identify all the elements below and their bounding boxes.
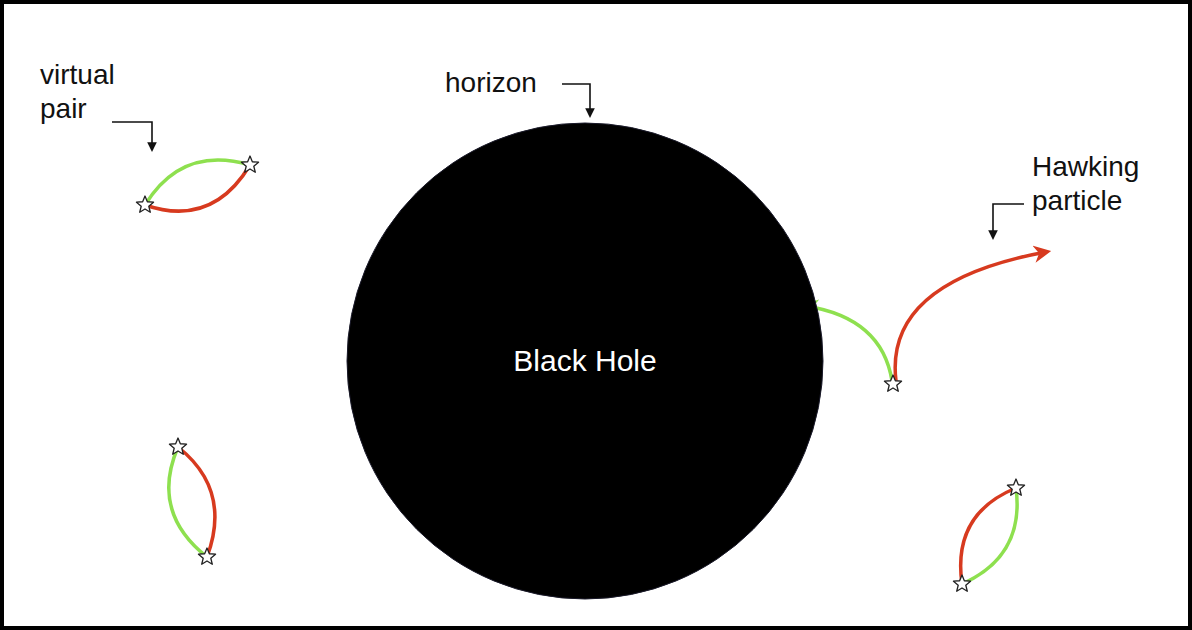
- star-symbol: [1007, 479, 1024, 495]
- leader-line: [562, 84, 590, 116]
- star-symbol: [884, 375, 901, 391]
- leader-line: [112, 122, 152, 150]
- red-arc: [145, 165, 250, 211]
- green-arc: [145, 160, 250, 205]
- star-symbol: [169, 438, 186, 454]
- star-symbol: [241, 156, 258, 172]
- red-arc: [178, 447, 215, 557]
- red-arc: [961, 488, 1016, 584]
- callout-label: Hawking particle: [1032, 150, 1174, 217]
- leader-line: [993, 204, 1024, 238]
- black-hole-circle: Black Hole: [346, 122, 824, 600]
- callout-label: horizon: [445, 66, 575, 100]
- escaping-arc: [895, 252, 1046, 381]
- star-symbol: [136, 196, 153, 212]
- callout-label: virtual pair: [40, 58, 152, 125]
- green-arc: [169, 447, 207, 557]
- star-symbol: [198, 548, 215, 564]
- star-symbol: [953, 575, 970, 591]
- node-title: Black Hole: [513, 344, 656, 378]
- black-hole-disc: [347, 123, 823, 599]
